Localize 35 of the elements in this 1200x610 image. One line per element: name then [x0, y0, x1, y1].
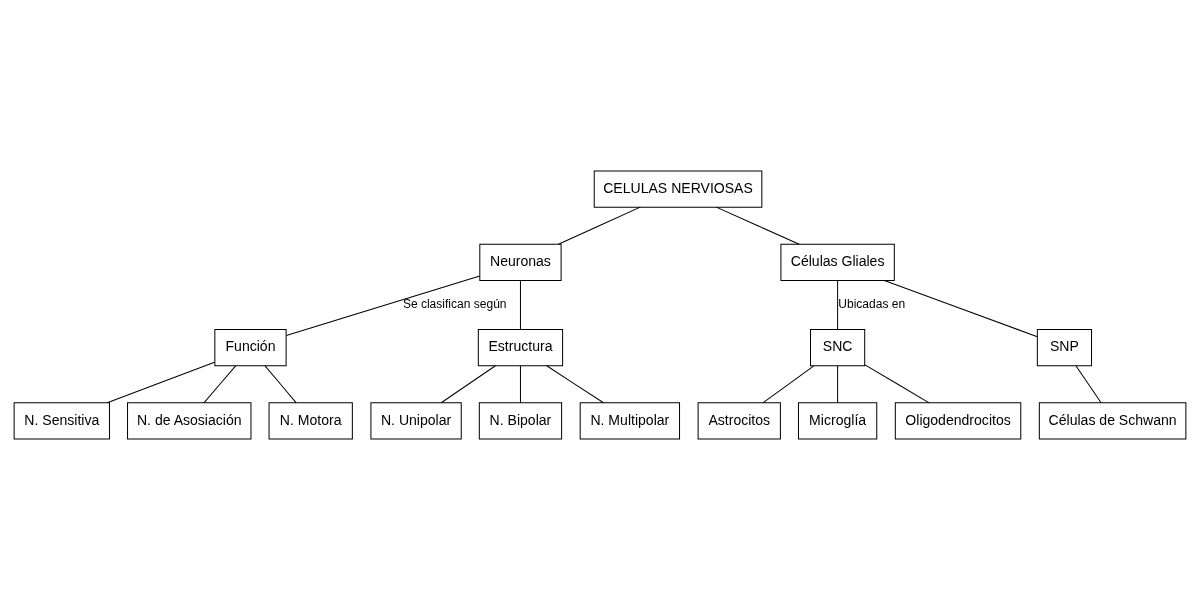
connector — [440, 365, 496, 404]
node-box: Células de Schwann — [1038, 402, 1187, 440]
node-box: N. Unipolar — [370, 402, 462, 440]
edge-label: Se clasifican según — [402, 297, 507, 312]
node-box: Astrocitos — [697, 402, 781, 440]
connector — [546, 365, 604, 404]
node-box: N. Sensitiva — [13, 402, 110, 440]
connector — [715, 206, 800, 245]
node-box: N. de Asosiación — [127, 402, 252, 440]
connector — [883, 280, 1038, 338]
node-box: Microglía — [797, 402, 878, 440]
edge-label: Ubicadas en — [838, 297, 906, 312]
connector — [285, 275, 481, 337]
connector — [837, 280, 839, 330]
node-box: CELULAS NERVIOSAS — [593, 170, 763, 208]
connector — [519, 365, 521, 404]
connector — [557, 206, 641, 245]
connector — [106, 361, 216, 404]
node-box: N. Multipolar — [579, 402, 681, 440]
connector — [837, 365, 839, 404]
node-box: Función — [214, 329, 287, 367]
node-box: SNC — [810, 329, 866, 367]
node-box: Estructura — [477, 329, 564, 367]
connector — [203, 365, 237, 404]
connector — [264, 365, 297, 404]
node-box: N. Motora — [268, 402, 353, 440]
connector — [1075, 365, 1102, 404]
node-box: Neuronas — [479, 243, 562, 281]
connector — [864, 364, 930, 404]
node-box: SNP — [1036, 329, 1093, 367]
connector — [762, 365, 815, 404]
node-box: Oligodendrocitos — [894, 402, 1022, 440]
connector — [519, 280, 521, 330]
node-box: Células Gliales — [780, 243, 895, 281]
node-box: N. Bipolar — [478, 402, 563, 440]
